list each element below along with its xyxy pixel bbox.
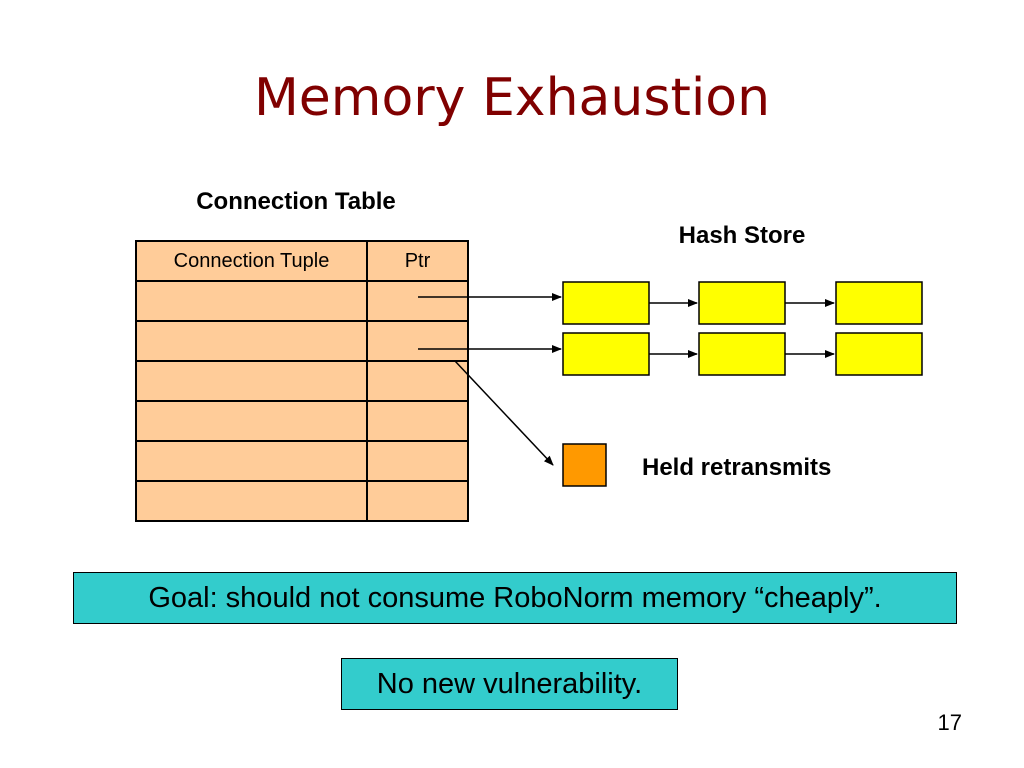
slide-title: Memory Exhaustion xyxy=(253,68,771,128)
header-ptr: Ptr xyxy=(366,240,469,282)
tuple-cell xyxy=(135,320,368,362)
tuple-cell xyxy=(135,400,368,442)
header-connection-tuple: Connection Tuple xyxy=(135,240,368,282)
hash-node xyxy=(562,332,650,376)
hash-node xyxy=(698,281,786,325)
ptr-cell xyxy=(366,320,469,362)
table-row xyxy=(135,400,469,442)
ptr-cell xyxy=(366,360,469,402)
table-row xyxy=(135,360,469,402)
tuple-cell xyxy=(135,360,368,402)
tuple-cell xyxy=(135,480,368,522)
connection-table-label: Connection Table xyxy=(196,188,396,215)
hash-node xyxy=(835,332,923,376)
table-row xyxy=(135,320,469,362)
ptr-cell xyxy=(366,440,469,482)
hash-node xyxy=(835,281,923,325)
goal-callout: Goal: should not consume RoboNorm memory… xyxy=(73,572,957,624)
ptr-cell xyxy=(366,280,469,322)
table-row xyxy=(135,440,469,482)
ptr-cell xyxy=(366,400,469,442)
connection-table: Connection Tuple Ptr xyxy=(135,240,469,522)
table-row xyxy=(135,280,469,322)
slide-number: 17 xyxy=(937,710,962,735)
tuple-cell xyxy=(135,280,368,322)
no-vulnerability-callout: No new vulnerability. xyxy=(341,658,678,710)
held-retransmits-label: Held retransmits xyxy=(642,454,832,481)
hash-node xyxy=(698,332,786,376)
held-retransmit-block xyxy=(562,443,607,487)
table-row xyxy=(135,480,469,522)
ptr-arrow-retransmit xyxy=(454,360,554,466)
hash-node xyxy=(562,281,650,325)
tuple-cell xyxy=(135,440,368,482)
hash-store-label: Hash Store xyxy=(678,222,806,249)
ptr-cell xyxy=(366,480,469,522)
table-header-row: Connection Tuple Ptr xyxy=(135,240,469,282)
